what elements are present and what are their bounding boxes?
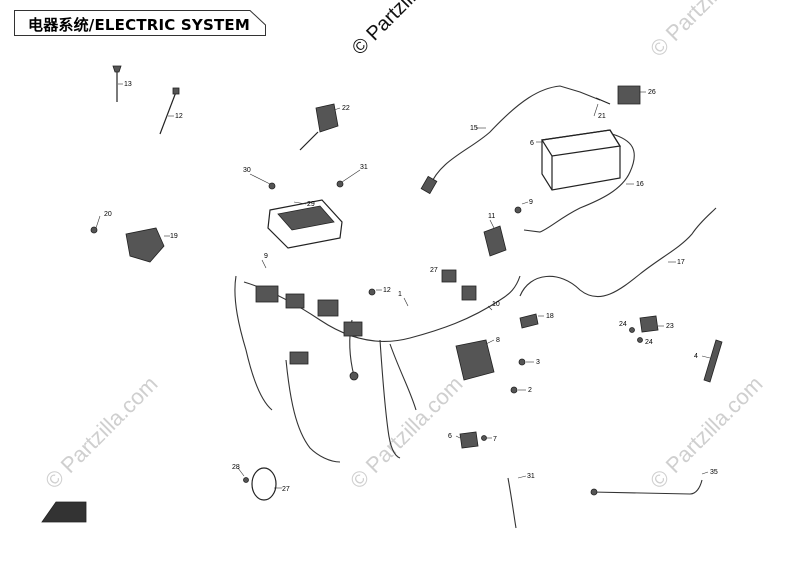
part-bolt-9-upper: 9 bbox=[514, 199, 533, 214]
part-sensor-19: 20 19 bbox=[90, 211, 178, 263]
callout-7: 7 bbox=[493, 436, 497, 443]
callout-8: 8 bbox=[496, 337, 500, 344]
part-relay-26: 26 bbox=[617, 85, 656, 105]
diagram-title: 电器系统/ELECTRIC SYSTEM bbox=[28, 16, 251, 34]
callout-17: 17 bbox=[677, 259, 685, 266]
main-wiring-harness bbox=[234, 275, 521, 463]
callout-16: 16 bbox=[636, 181, 644, 188]
callout-21: 21 bbox=[598, 113, 606, 120]
callout-32: 31 bbox=[527, 473, 535, 480]
callout-29: 28 bbox=[232, 464, 240, 471]
callout-5: 6 bbox=[530, 140, 534, 147]
part-connector-10: 10 bbox=[487, 301, 500, 311]
callout-26: 26 bbox=[648, 89, 656, 96]
part-cap-32: 31 bbox=[507, 473, 535, 529]
part-sensor-22: 22 bbox=[299, 103, 350, 151]
callout-22: 22 bbox=[342, 105, 350, 112]
part-bolt-9-left: 9 bbox=[261, 253, 268, 269]
callout-18: 18 bbox=[546, 313, 554, 320]
part-bracket-18: 18 bbox=[519, 313, 554, 329]
part-cable-tie-13: 12 bbox=[159, 87, 183, 135]
callout-12: 12 bbox=[383, 287, 391, 294]
part-battery-5: 6 bbox=[530, 129, 621, 191]
callout-20: 20 bbox=[104, 211, 112, 218]
callout-2: 2 bbox=[528, 387, 532, 394]
part-bolt-3: 3 bbox=[518, 358, 540, 366]
callout-31-left: 30 bbox=[243, 167, 251, 174]
part-harness-1: 1 bbox=[398, 291, 409, 307]
part-fuse-21: 21 bbox=[593, 97, 611, 120]
callout-1: 1 bbox=[398, 291, 402, 298]
part-sensor-6: 6 7 bbox=[448, 431, 497, 449]
part-cable-16: 16 bbox=[523, 133, 644, 233]
part-clip-14: 13 bbox=[112, 65, 132, 102]
callout-9-left: 9 bbox=[264, 253, 268, 260]
callout-31-right: 31 bbox=[360, 164, 368, 171]
callout-4: 4 bbox=[694, 353, 698, 360]
callout-6: 6 bbox=[448, 433, 452, 440]
callout-35: 35 bbox=[710, 469, 718, 476]
front-direction-arrow bbox=[41, 501, 87, 523]
callout-11: 11 bbox=[488, 213, 495, 220]
part-horn-28: 28 27 bbox=[232, 464, 290, 501]
callout-24-upper: 24 bbox=[619, 321, 627, 328]
part-regulator-8: 8 bbox=[455, 337, 500, 381]
part-sensor-23: 23 24 24 bbox=[619, 315, 674, 346]
callout-23: 23 bbox=[666, 323, 674, 330]
part-strap-4: 4 bbox=[694, 339, 723, 383]
callout-24-lower: 24 bbox=[645, 339, 653, 346]
part-bolt-12: 12 bbox=[368, 287, 391, 296]
part-ground-cable-35: 35 bbox=[590, 469, 718, 496]
callout-10: 10 bbox=[492, 301, 500, 308]
part-battery-cable-15: 15 bbox=[420, 85, 601, 195]
callout-13: 12 bbox=[175, 113, 183, 120]
part-connector-11: 11 bbox=[483, 213, 507, 257]
callout-9-upper: 9 bbox=[529, 199, 533, 206]
callout-19: 19 bbox=[170, 233, 178, 240]
part-bolt-2: 2 bbox=[510, 386, 532, 394]
title-frame bbox=[14, 10, 266, 36]
callout-15: 15 bbox=[470, 125, 478, 132]
part-ecu-30: 30 31 29 bbox=[243, 164, 368, 249]
part-wire-17: 17 bbox=[519, 207, 717, 298]
callout-27: 27 bbox=[430, 267, 438, 274]
callout-30: 29 bbox=[307, 201, 315, 208]
part-relay-27: 27 bbox=[430, 267, 457, 283]
callout-14: 13 bbox=[124, 81, 132, 88]
callout-28: 27 bbox=[282, 486, 290, 493]
callout-3: 3 bbox=[536, 359, 540, 366]
